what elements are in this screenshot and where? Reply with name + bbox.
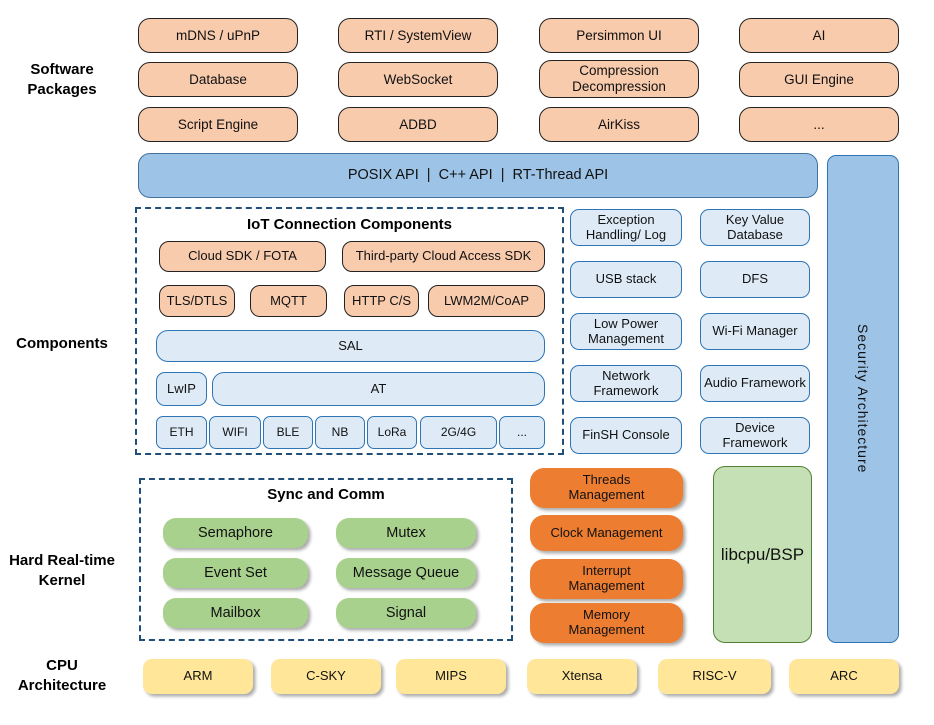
iot-third-party-sdk: Third-party Cloud Access SDK bbox=[342, 241, 545, 272]
cpu-xtensa: Xtensa bbox=[527, 659, 637, 694]
package-ai: AI bbox=[739, 18, 899, 53]
mgmt-threads: Threads Management bbox=[530, 468, 683, 508]
cpu-risc-v: RISC-V bbox=[658, 659, 771, 694]
link-nb: NB bbox=[315, 416, 365, 449]
kernel-mailbox: Mailbox bbox=[163, 598, 308, 628]
service-key-value-db: Key Value Database bbox=[700, 209, 810, 246]
link-wifi: WIFI bbox=[209, 416, 261, 449]
iot-components-title: IoT Connection Components bbox=[247, 216, 452, 233]
package-mdns-upnp: mDNS / uPnP bbox=[138, 18, 298, 53]
layer-at: AT bbox=[212, 372, 545, 406]
service-finsh-console: FinSH Console bbox=[570, 417, 682, 454]
iot-components-group bbox=[135, 207, 564, 455]
protocol-mqtt: MQTT bbox=[250, 285, 327, 317]
mgmt-interrupt: Interrupt Management bbox=[530, 559, 683, 599]
service-audio-framework: Audio Framework bbox=[700, 365, 810, 402]
iot-cloud-sdk-fota: Cloud SDK / FOTA bbox=[159, 241, 326, 272]
section-label-kernel: Hard Real-time Kernel bbox=[9, 552, 115, 589]
protocol-tls-dtls: TLS/DTLS bbox=[159, 285, 235, 317]
service-usb-stack: USB stack bbox=[570, 261, 682, 298]
service-device-framework: Device Framework bbox=[700, 417, 810, 454]
sync-comm-group bbox=[139, 478, 513, 641]
mgmt-memory: Memory Management bbox=[530, 603, 683, 643]
section-label-cpu: CPU Architecture bbox=[17, 657, 107, 694]
protocol-http-cs: HTTP C/S bbox=[344, 285, 419, 317]
package-websocket: WebSocket bbox=[338, 62, 498, 97]
mgmt-clock: Clock Management bbox=[530, 515, 683, 551]
package-more: ... bbox=[739, 107, 899, 142]
kernel-event-set: Event Set bbox=[163, 558, 308, 588]
section-label-software-packages: Software Packages bbox=[27, 61, 97, 98]
package-airkiss: AirKiss bbox=[539, 107, 699, 142]
package-compression: Compression Decompression bbox=[539, 60, 699, 98]
package-script-engine: Script Engine bbox=[138, 107, 298, 142]
cpu-arc: ARC bbox=[789, 659, 899, 694]
layer-sal: SAL bbox=[156, 330, 545, 362]
service-exception-log: Exception Handling/ Log bbox=[570, 209, 682, 246]
service-wifi-manager: Wi-Fi Manager bbox=[700, 313, 810, 350]
service-low-power: Low Power Management bbox=[570, 313, 682, 350]
security-architecture-bar: Security Architecture bbox=[827, 155, 899, 643]
package-persimmon-ui: Persimmon UI bbox=[539, 18, 699, 53]
link-2g4g: 2G/4G bbox=[420, 416, 497, 449]
link-eth: ETH bbox=[156, 416, 207, 449]
service-network-framework: Network Framework bbox=[570, 365, 682, 402]
protocol-lwm2m-coap: LWM2M/CoAP bbox=[428, 285, 545, 317]
layer-lwip: LwIP bbox=[156, 372, 207, 406]
libcpu-bsp: libcpu/BSP bbox=[713, 466, 812, 643]
kernel-semaphore: Semaphore bbox=[163, 518, 308, 548]
package-adbd: ADBD bbox=[338, 107, 498, 142]
package-database: Database bbox=[138, 62, 298, 97]
service-dfs: DFS bbox=[700, 261, 810, 298]
link-ble: BLE bbox=[263, 416, 313, 449]
package-rti-systemview: RTI / SystemView bbox=[338, 18, 498, 53]
kernel-signal: Signal bbox=[336, 598, 476, 628]
link-lora: LoRa bbox=[367, 416, 417, 449]
cpu-mips: MIPS bbox=[396, 659, 506, 694]
kernel-message-queue: Message Queue bbox=[336, 558, 476, 588]
cpu-arm: ARM bbox=[143, 659, 253, 694]
api-bar: POSIX API | C++ API | RT-Thread API bbox=[138, 153, 818, 198]
link-more: ... bbox=[499, 416, 545, 449]
section-label-components: Components bbox=[16, 335, 108, 352]
sync-comm-title: Sync and Comm bbox=[267, 486, 385, 503]
package-gui-engine: GUI Engine bbox=[739, 62, 899, 97]
cpu-c-sky: C-SKY bbox=[271, 659, 381, 694]
kernel-mutex: Mutex bbox=[336, 518, 476, 548]
